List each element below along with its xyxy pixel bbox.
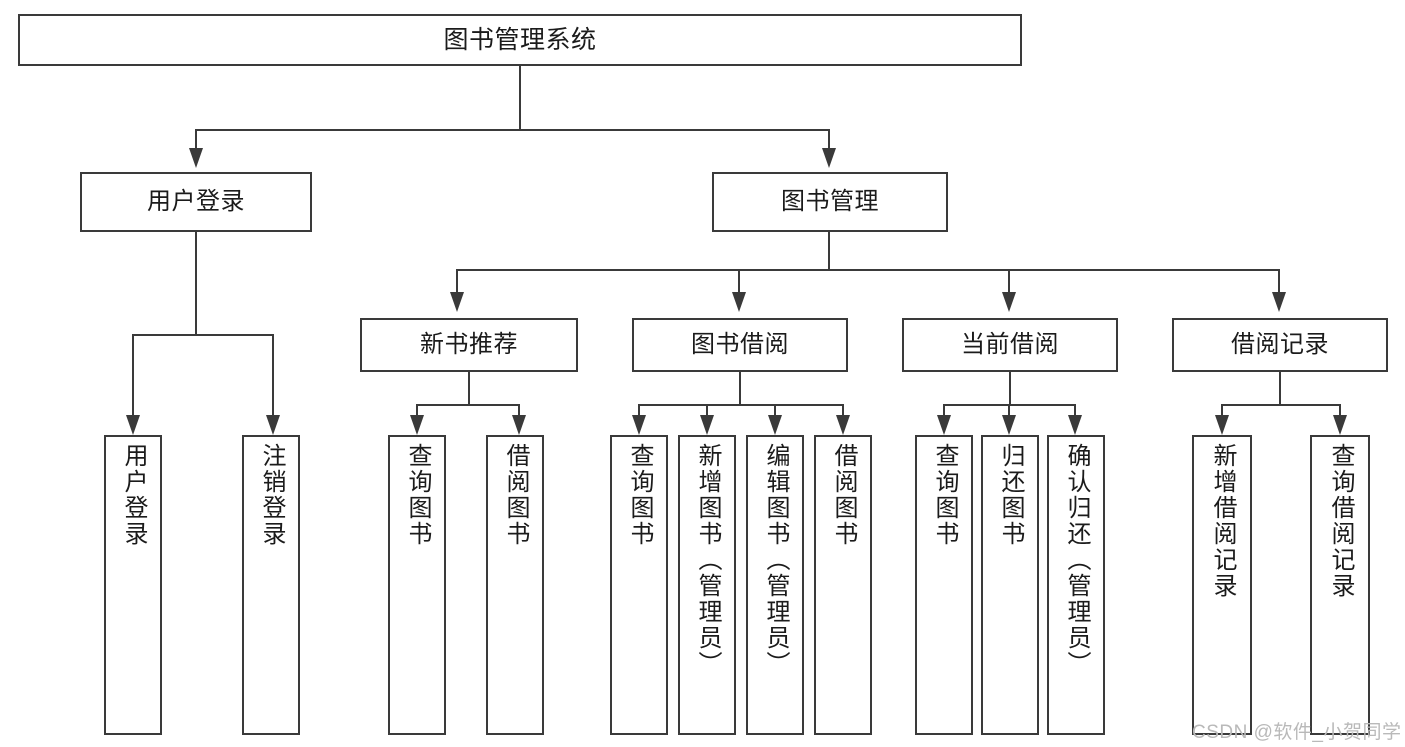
connector-root-to-user bbox=[195, 129, 197, 151]
node-book-management[interactable]: 图书管理 bbox=[712, 172, 948, 232]
connector-record-to-leaf1 bbox=[1221, 404, 1223, 417]
leaf-borrow-book[interactable]: 借阅图书 bbox=[814, 435, 872, 735]
connector-user-stem bbox=[195, 232, 197, 335]
leaf-borrow-book-recommend[interactable]: 借阅图书 bbox=[486, 435, 544, 735]
leaf-user-login[interactable]: 用户登录 bbox=[104, 435, 162, 735]
leaf-logout[interactable]: 注销登录 bbox=[242, 435, 300, 735]
connector-borrow-stem bbox=[739, 372, 741, 406]
node-new-book-recommend[interactable]: 新书推荐 bbox=[360, 318, 578, 372]
connector-borrow-bar bbox=[638, 404, 844, 406]
arrowhead-borrow-to-leaf4 bbox=[836, 415, 850, 435]
connector-book-to-new bbox=[456, 269, 458, 295]
node-borrow-record[interactable]: 借阅记录 bbox=[1172, 318, 1388, 372]
node-label: 图书借阅 bbox=[691, 330, 789, 358]
connector-current-to-leaf3 bbox=[1074, 404, 1076, 417]
arrowhead-book-to-current bbox=[1002, 292, 1016, 312]
node-label: 编辑图书（管理员） bbox=[762, 443, 789, 677]
arrowhead-borrow-to-leaf3 bbox=[768, 415, 782, 435]
arrowhead-current-to-leaf2 bbox=[1002, 415, 1016, 435]
arrowhead-root-to-book bbox=[822, 148, 836, 168]
connector-borrow-to-leaf1 bbox=[638, 404, 640, 417]
node-label: 查询图书 bbox=[626, 443, 653, 547]
connector-current-to-leaf1 bbox=[943, 404, 945, 417]
arrowhead-record-to-leaf2 bbox=[1333, 415, 1347, 435]
node-user-login[interactable]: 用户登录 bbox=[80, 172, 312, 232]
connector-record-stem bbox=[1279, 372, 1281, 406]
leaf-edit-book-admin[interactable]: 编辑图书（管理员） bbox=[746, 435, 804, 735]
node-label: 借阅图书 bbox=[502, 443, 529, 547]
connector-borrow-to-leaf4 bbox=[842, 404, 844, 417]
connector-root-bar bbox=[196, 129, 830, 131]
node-label: 归还图书 bbox=[997, 443, 1024, 547]
connector-recommend-to-leaf2 bbox=[518, 404, 520, 417]
node-current-borrow[interactable]: 当前借阅 bbox=[902, 318, 1118, 372]
leaf-query-book-borrow[interactable]: 查询图书 bbox=[610, 435, 668, 735]
node-label: 查询图书 bbox=[931, 443, 958, 547]
connector-recommend-bar bbox=[416, 404, 520, 406]
connector-user-bar bbox=[132, 334, 274, 336]
connector-root-stem bbox=[519, 66, 521, 130]
connector-borrow-to-leaf3 bbox=[774, 404, 776, 417]
leaf-confirm-return-admin[interactable]: 确认归还（管理员） bbox=[1047, 435, 1105, 735]
node-label: 查询图书 bbox=[404, 443, 431, 547]
arrowhead-user-to-leaf2 bbox=[266, 415, 280, 435]
node-label: 图书管理 bbox=[781, 187, 879, 215]
connector-current-to-leaf2 bbox=[1008, 404, 1010, 417]
connector-book-to-borrow bbox=[738, 269, 740, 295]
connector-book-to-current bbox=[1008, 269, 1010, 295]
watermark: CSDN @软件_小贺同学 bbox=[1192, 722, 1402, 743]
connector-user-to-leaf1 bbox=[132, 334, 134, 417]
connector-borrow-to-leaf2 bbox=[706, 404, 708, 417]
node-label: 查询借阅记录 bbox=[1327, 443, 1354, 599]
connector-book-bar bbox=[456, 269, 1280, 271]
node-label: 图书管理系统 bbox=[443, 26, 597, 54]
connector-record-to-leaf2 bbox=[1339, 404, 1341, 417]
node-label: 用户登录 bbox=[120, 443, 147, 547]
connector-book-stem bbox=[828, 232, 830, 271]
connector-book-to-record bbox=[1278, 269, 1280, 295]
node-book-borrow[interactable]: 图书借阅 bbox=[632, 318, 848, 372]
node-label: 新增图书（管理员） bbox=[694, 443, 721, 677]
connector-recommend-stem bbox=[468, 372, 470, 406]
arrowhead-record-to-leaf1 bbox=[1215, 415, 1229, 435]
leaf-query-book-recommend[interactable]: 查询图书 bbox=[388, 435, 446, 735]
node-label: 借阅记录 bbox=[1231, 330, 1329, 358]
node-label: 借阅图书 bbox=[830, 443, 857, 547]
arrowhead-current-to-leaf1 bbox=[937, 415, 951, 435]
node-label: 注销登录 bbox=[258, 443, 285, 547]
arrowhead-current-to-leaf3 bbox=[1068, 415, 1082, 435]
arrowhead-user-to-leaf1 bbox=[126, 415, 140, 435]
arrowhead-root-to-user bbox=[189, 148, 203, 168]
arrowhead-borrow-to-leaf1 bbox=[632, 415, 646, 435]
node-label: 新书推荐 bbox=[420, 330, 518, 358]
leaf-add-borrow-record[interactable]: 新增借阅记录 bbox=[1192, 435, 1252, 735]
connector-root-to-book bbox=[828, 129, 830, 151]
leaf-add-book-admin[interactable]: 新增图书（管理员） bbox=[678, 435, 736, 735]
leaf-query-book-current[interactable]: 查询图书 bbox=[915, 435, 973, 735]
node-root-system[interactable]: 图书管理系统 bbox=[18, 14, 1022, 66]
connector-user-to-leaf2 bbox=[272, 334, 274, 417]
leaf-return-book[interactable]: 归还图书 bbox=[981, 435, 1039, 735]
arrowhead-book-to-record bbox=[1272, 292, 1286, 312]
connector-recommend-to-leaf1 bbox=[416, 404, 418, 417]
connector-record-bar bbox=[1221, 404, 1341, 406]
node-label: 用户登录 bbox=[147, 187, 245, 215]
arrowhead-borrow-to-leaf2 bbox=[700, 415, 714, 435]
node-label: 新增借阅记录 bbox=[1209, 443, 1236, 599]
arrowhead-book-to-borrow bbox=[732, 292, 746, 312]
arrowhead-recommend-to-leaf1 bbox=[410, 415, 424, 435]
node-label: 确认归还（管理员） bbox=[1063, 443, 1090, 677]
node-label: 当前借阅 bbox=[961, 330, 1059, 358]
arrowhead-recommend-to-leaf2 bbox=[512, 415, 526, 435]
connector-current-stem bbox=[1009, 372, 1011, 406]
arrowhead-book-to-new bbox=[450, 292, 464, 312]
leaf-query-borrow-record[interactable]: 查询借阅记录 bbox=[1310, 435, 1370, 735]
